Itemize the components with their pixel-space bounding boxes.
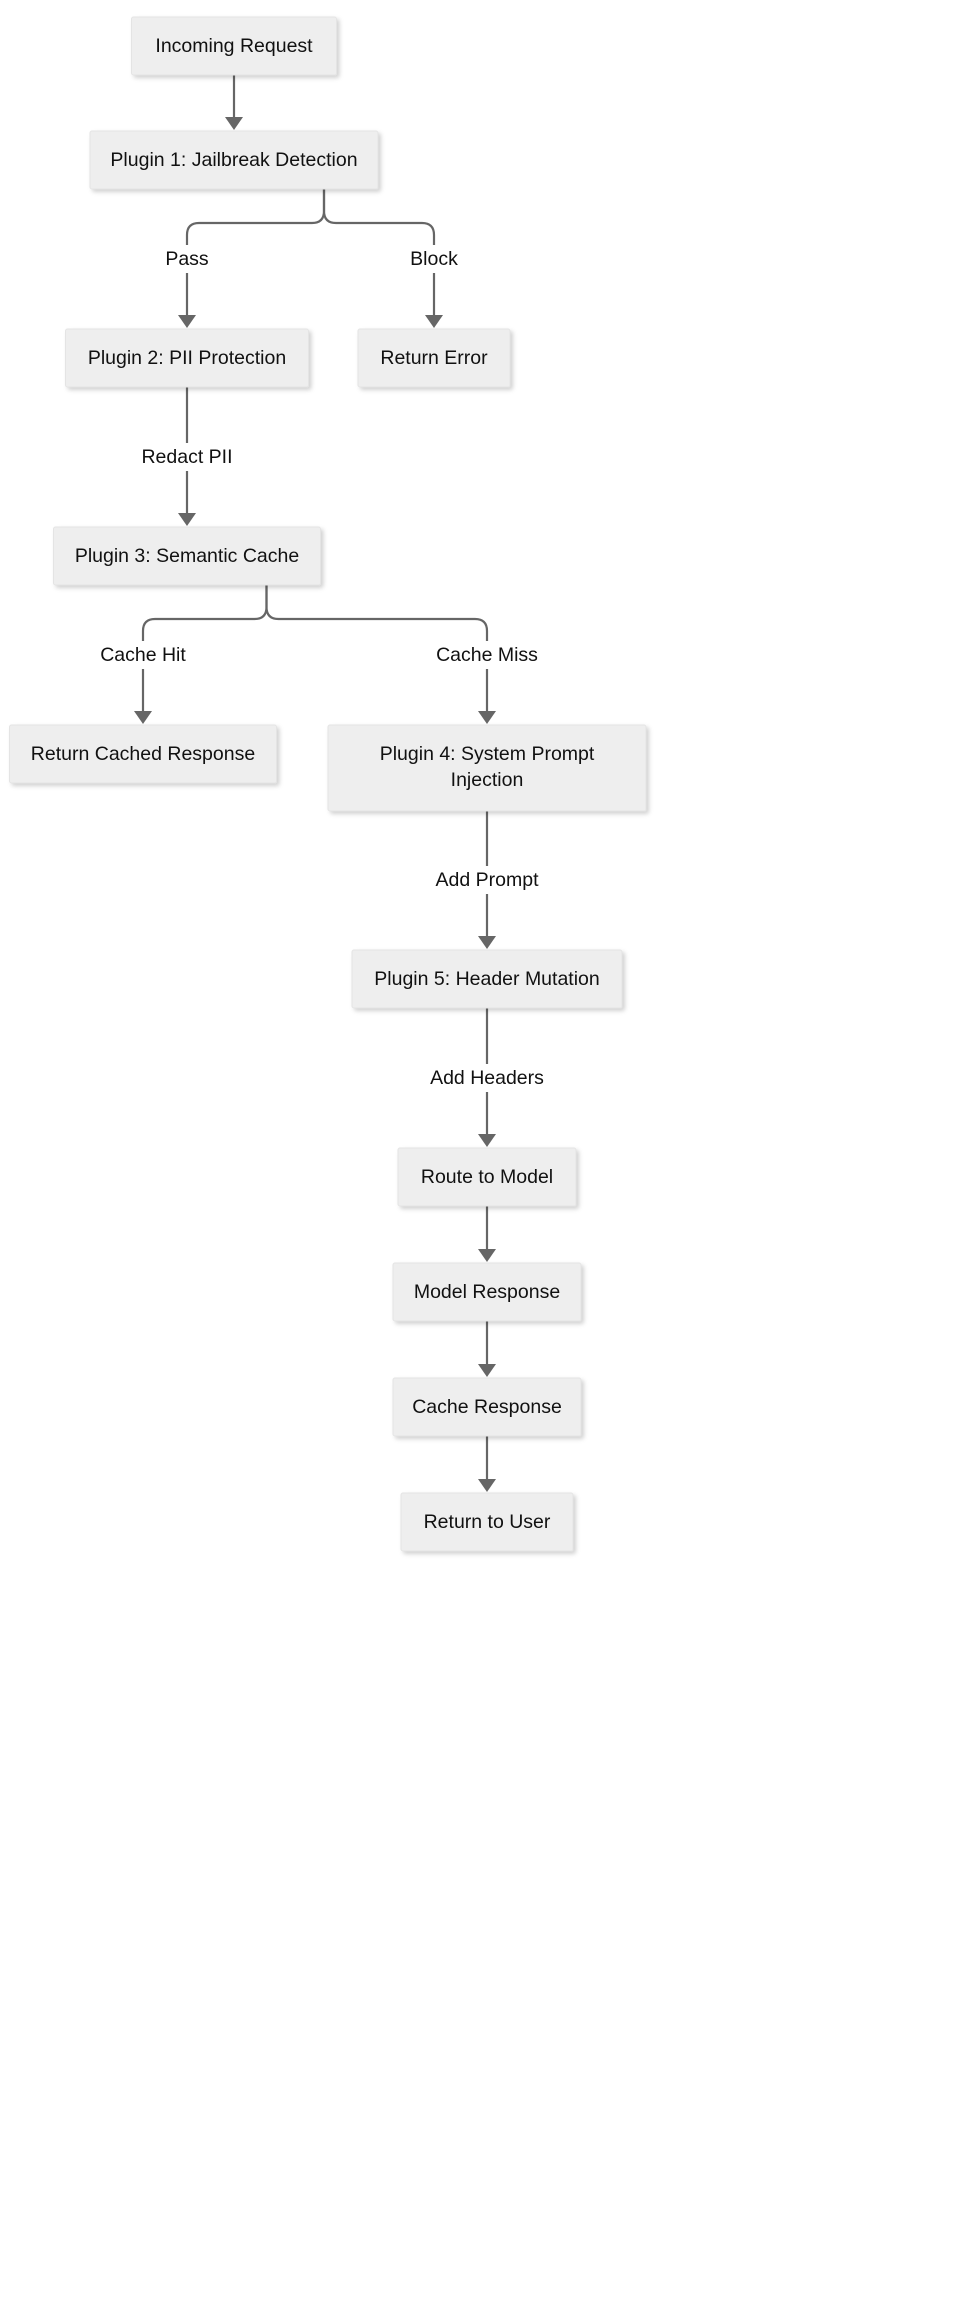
node-plugin-2[interactable]: Plugin 2: PII Protection [65,328,309,388]
arrow-head-icon [478,1249,496,1262]
edge-line [322,189,436,315]
node-box [53,526,321,586]
node-label: Return Error [380,347,488,369]
edge-label-backdrop [402,245,466,273]
edge-label-edge-plugin2-redact: Redact PII [130,443,244,471]
node-label: Return to User [424,1511,551,1533]
edge-label-text: Add Prompt [436,869,540,891]
node-label: Plugin 2: PII Protection [88,347,286,369]
node-box [400,1492,574,1552]
node-label: Incoming Request [155,35,313,57]
edge-label-backdrop [160,245,214,273]
edge-label-backdrop [130,443,244,471]
edge-label-text: Pass [165,248,209,270]
arrow-head-icon [478,936,496,949]
node-label: Return Cached Response [31,743,255,765]
edge-edge-incoming-to-plugin1 [225,75,243,130]
node-route-to-model[interactable]: Route to Model [397,1147,577,1207]
arrow-head-icon [225,117,243,130]
node-label: Model Response [414,1281,560,1303]
edge-label-edge-plugin5-addheaders: Add Headers [425,1064,549,1092]
edge-label-backdrop [430,641,544,669]
edge-edge-plugin3-hit [134,585,268,724]
node-label: Plugin 3: Semantic Cache [75,545,299,567]
arrow-head-icon [478,711,496,724]
node-box [392,1262,582,1322]
arrow-head-icon [478,1364,496,1377]
edge-label-edge-plugin1-pass: Pass [160,245,214,273]
node-plugin-1[interactable]: Plugin 1: Jailbreak Detection [89,130,379,190]
edge-label-edge-plugin1-block: Block [402,245,466,273]
node-incoming-request[interactable]: Incoming Request [131,16,337,76]
edge-label-text: Block [410,248,458,270]
arrow-head-icon [178,315,196,328]
node-box [65,328,309,388]
node-box [397,1147,577,1207]
edge-edge-response-to-cache [478,1321,496,1377]
edge-line [185,189,326,315]
node-box [9,724,277,784]
edge-label-edge-plugin3-hit: Cache Hit [91,641,195,669]
arrow-head-icon [178,513,196,526]
node-model-response[interactable]: Model Response [392,1262,582,1322]
edge-edge-plugin1-pass [178,189,326,328]
node-label: Route to Model [421,1166,553,1188]
arrow-head-icon [425,315,443,328]
edge-edge-cache-to-return [478,1436,496,1492]
node-box [89,130,379,190]
edge-label-text: Cache Hit [100,644,186,666]
edge-label-backdrop [91,641,195,669]
node-plugin-5[interactable]: Plugin 5: Header Mutation [351,949,623,1009]
node-label: Plugin 5: Header Mutation [374,968,599,990]
node-box [327,724,647,812]
node-label: Plugin 1: Jailbreak Detection [110,149,357,171]
edge-label-edge-plugin3-miss: Cache Miss [430,641,544,669]
edge-line [141,585,268,711]
arrow-head-icon [478,1134,496,1147]
node-return-cached-response[interactable]: Return Cached Response [9,724,277,784]
edge-edge-plugin3-miss [265,585,496,724]
edge-label-text: Add Headers [430,1067,544,1089]
node-cache-response[interactable]: Cache Response [392,1377,582,1437]
edge-label-edge-plugin4-addprompt: Add Prompt [430,866,544,894]
edge-edge-plugin1-block [322,189,443,328]
edge-label-text: Cache Miss [436,644,538,666]
node-box [351,949,623,1009]
node-box [357,328,511,388]
node-return-error[interactable]: Return Error [357,328,511,388]
edge-edge-route-to-response [478,1206,496,1262]
edge-line [265,585,489,711]
edge-label-text: Redact PII [141,446,232,468]
node-return-to-user[interactable]: Return to User [400,1492,574,1552]
node-box [131,16,337,76]
node-box [392,1377,582,1437]
edge-label-backdrop [425,1064,549,1092]
arrow-head-icon [478,1479,496,1492]
arrow-head-icon [134,711,152,724]
node-plugin-3[interactable]: Plugin 3: Semantic Cache [53,526,321,586]
node-label: Cache Response [412,1396,562,1418]
edge-label-backdrop [430,866,544,894]
